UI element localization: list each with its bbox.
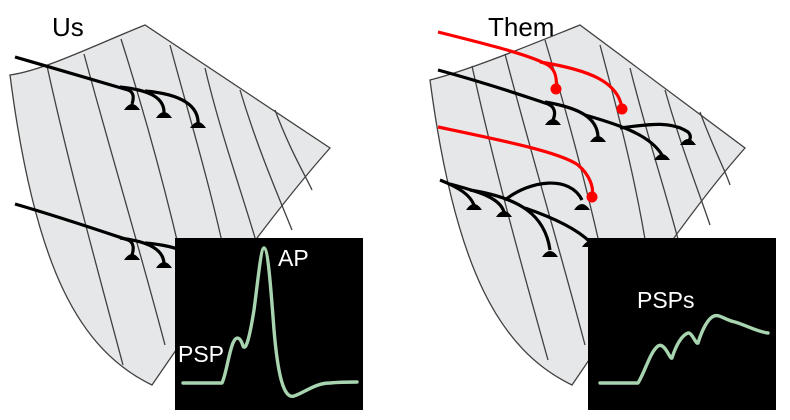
- label-psps: PSPs: [637, 287, 695, 313]
- synapse-bouton: [590, 136, 606, 142]
- trace-psps-waveform: [598, 313, 770, 385]
- synapse-bouton: [466, 204, 482, 210]
- panel-title-them: Them: [488, 12, 554, 42]
- panel-title-us: Us: [52, 12, 84, 42]
- axon-left-upper: [14, 55, 206, 128]
- synapse-bouton: [496, 211, 512, 217]
- label-ap: AP: [278, 245, 309, 271]
- panel-us: Us AP PSP: [9, 12, 363, 410]
- axons-red: [437, 30, 628, 203]
- label-psp: PSP: [178, 341, 224, 367]
- inset-right: PSPs: [588, 238, 776, 410]
- synapse-bouton: [124, 254, 140, 260]
- axon-right-lower: [439, 178, 598, 257]
- panel-them: Them PSPs: [429, 12, 776, 410]
- synapse-bouton: [156, 262, 172, 268]
- synapse-bouton: [574, 204, 590, 210]
- inset-left: AP PSP: [175, 238, 363, 410]
- synapse-bouton: [542, 251, 558, 257]
- synapse-bouton: [156, 112, 172, 118]
- synapse-bouton: [545, 119, 561, 125]
- synapse-bouton-red: [550, 83, 562, 95]
- axon-right-upper: [437, 68, 696, 160]
- synapse-bouton: [654, 154, 670, 160]
- synapse-bouton: [190, 122, 206, 128]
- synapse-bouton: [680, 139, 696, 145]
- synapse-bouton-red: [586, 191, 598, 203]
- synapse-bouton: [124, 104, 140, 110]
- trace-ap-waveform: [181, 246, 359, 398]
- synapse-bouton-red: [616, 103, 628, 115]
